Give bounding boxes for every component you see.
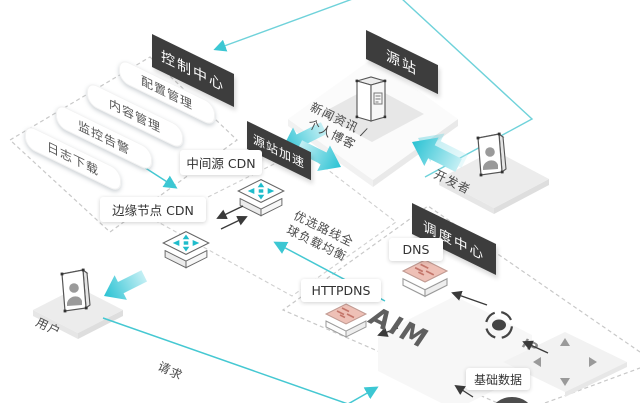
mid-to-edge-arrow [216, 205, 244, 220]
edge-cdn-node-icon [162, 231, 210, 269]
aim-to-httpdns-arrow [377, 327, 399, 337]
user-card-icon [59, 268, 91, 313]
mid-source-cdn-node-icon [237, 179, 285, 217]
dns-key-icon [402, 259, 448, 298]
black-arrows [216, 205, 549, 398]
dns-label: DNS [389, 238, 443, 261]
eye-monitor-icon [484, 310, 514, 340]
user-platform [33, 287, 123, 339]
mid-source-cdn-label: 中间源 CDN [180, 150, 262, 175]
ip-to-aim-arrow [522, 340, 549, 354]
httpdns-label: HTTPDNS [301, 279, 381, 302]
cdn-nodes-dashed-region [156, 149, 397, 297]
basic-data-label: 基础数据 [466, 368, 530, 390]
user-request-line [102, 317, 379, 403]
httpdns-key-icon [325, 303, 367, 338]
basicdata-arrow [454, 384, 474, 398]
edge-cdn-label: 边缘节点 CDN [100, 197, 206, 222]
origin-server-icon [354, 76, 388, 122]
developer-card-icon [476, 132, 507, 177]
bottom-circle-icon [496, 397, 528, 403]
developer-platform [439, 150, 549, 214]
edge-to-mid-arrow [220, 215, 248, 230]
aim-to-dns-arrow [451, 290, 488, 306]
